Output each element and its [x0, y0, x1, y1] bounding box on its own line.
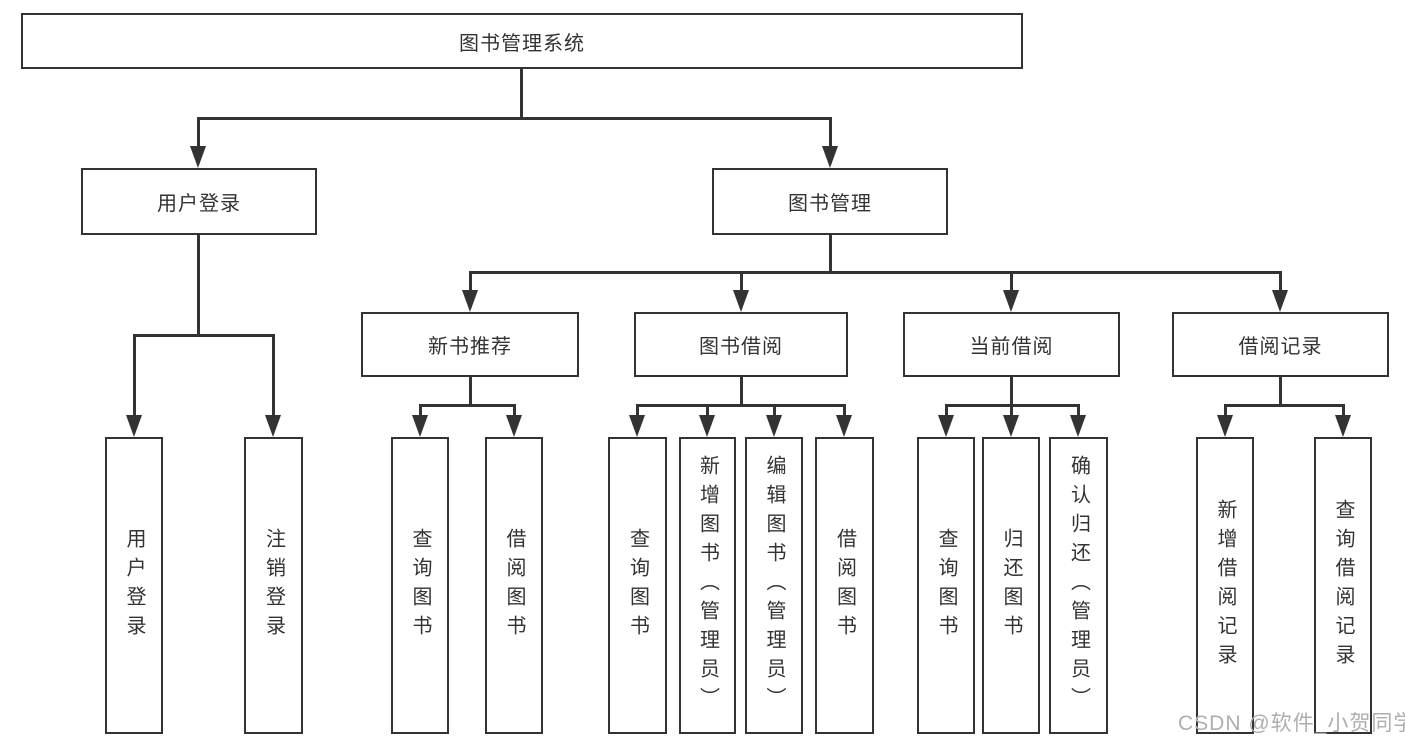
node-new-book-rec-label: 新书推荐: [428, 336, 512, 358]
arrowhead-down-icon: [1217, 415, 1233, 437]
leaf-query-books-borrow-label: 查询图书: [626, 527, 649, 644]
arrowhead-down-icon: [412, 415, 428, 437]
arrowhead-down-icon: [733, 290, 749, 312]
leaf-query-books-borrow: 查询图书: [608, 437, 667, 734]
connector-line: [469, 376, 472, 406]
leaf-user-login-label: 用户登录: [123, 527, 145, 644]
arrowhead-down-icon: [1272, 290, 1288, 312]
leaf-query-borrow-record-label: 查询借阅记录: [1332, 498, 1354, 673]
node-current-borrow: 当前借阅: [903, 312, 1120, 377]
arrowhead-down-icon: [126, 415, 142, 437]
arrowhead-down-icon: [1003, 290, 1019, 312]
leaf-logout-login: 注销登录: [244, 437, 303, 734]
connector-line: [197, 117, 831, 120]
node-book-borrow-label: 图书借阅: [699, 336, 783, 358]
arrowhead-down-icon: [822, 146, 838, 168]
leaf-add-books-admin: 新增图书（管理员）: [679, 437, 736, 734]
node-current-borrow-label: 当前借阅: [969, 336, 1054, 358]
leaf-query-books-current: 查询图书: [917, 437, 975, 734]
connector-line: [1279, 271, 1282, 294]
node-book-mgmt: 图书管理: [712, 168, 948, 235]
connector-line: [1077, 404, 1080, 419]
connector-line: [133, 334, 274, 337]
arrowhead-down-icon: [462, 290, 478, 312]
connector-line: [829, 117, 832, 150]
arrowhead-down-icon: [1070, 415, 1086, 437]
node-borrow-records-label: 借阅记录: [1238, 336, 1323, 358]
arrowhead-down-icon: [766, 415, 782, 437]
leaf-confirm-return-admin-label: 确认归还（管理员）: [1067, 455, 1090, 716]
leaf-borrow-books-rec: 借阅图书: [485, 437, 543, 734]
connector-line: [1224, 404, 1227, 419]
connector-line: [197, 117, 200, 150]
node-book-mgmt-label: 图书管理: [788, 193, 872, 215]
connector-line: [469, 271, 1281, 274]
connector-line: [945, 404, 948, 419]
leaf-query-books-current-label: 查询图书: [935, 527, 957, 644]
node-borrow-records: 借阅记录: [1172, 312, 1389, 377]
arrowhead-down-icon: [506, 415, 522, 437]
csdn-watermark: CSDN @软件_小贺同学: [1178, 712, 1405, 735]
leaf-query-books-rec-label: 查询图书: [409, 527, 431, 644]
connector-line: [272, 334, 275, 419]
connector-line: [197, 234, 200, 336]
connector-line: [843, 404, 846, 419]
arrowhead-down-icon: [629, 415, 645, 437]
connector-line: [740, 271, 743, 294]
connector-line: [419, 404, 515, 407]
leaf-confirm-return-admin: 确认归还（管理员）: [1049, 437, 1108, 734]
leaf-borrow-books-borrow-label: 借阅图书: [833, 527, 856, 644]
leaf-borrow-books-borrow: 借阅图书: [815, 437, 874, 734]
arrowhead-down-icon: [1003, 415, 1019, 437]
leaf-add-borrow-record: 新增借阅记录: [1196, 437, 1254, 734]
leaf-return-books-label: 归还图书: [1000, 527, 1022, 644]
arrowhead-down-icon: [836, 415, 852, 437]
leaf-edit-books-admin: 编辑图书（管理员）: [745, 437, 803, 734]
leaf-add-books-admin-label: 新增图书（管理员）: [696, 455, 719, 716]
connector-line: [513, 404, 516, 419]
leaf-query-borrow-record: 查询借阅记录: [1314, 437, 1372, 734]
leaf-borrow-books-rec-label: 借阅图书: [503, 527, 525, 644]
connector-line: [773, 404, 776, 419]
leaf-query-books-rec: 查询图书: [391, 437, 449, 734]
arrowhead-down-icon: [938, 415, 954, 437]
connector-line: [1224, 404, 1344, 407]
node-book-borrow: 图书借阅: [634, 312, 848, 377]
connector-line: [829, 234, 832, 273]
leaf-logout-login-label: 注销登录: [262, 527, 285, 644]
arrowhead-down-icon: [190, 146, 206, 168]
leaf-return-books: 归还图书: [982, 437, 1040, 734]
connector-line: [706, 404, 709, 419]
connector-line: [636, 404, 845, 407]
connector-line: [520, 68, 523, 118]
connector-line: [1010, 404, 1013, 419]
connector-line: [1279, 376, 1282, 406]
leaf-edit-books-admin-label: 编辑图书（管理员）: [763, 455, 785, 716]
connector-line: [740, 376, 743, 406]
node-new-book-rec: 新书推荐: [361, 312, 579, 377]
leaf-add-borrow-record-label: 新增借阅记录: [1214, 498, 1236, 673]
connector-line: [133, 334, 136, 419]
arrowhead-down-icon: [699, 415, 715, 437]
connector-line: [469, 271, 472, 294]
arrowhead-down-icon: [1335, 415, 1351, 437]
connector-line: [636, 404, 639, 419]
connector-line: [1010, 271, 1013, 294]
connector-line: [1010, 376, 1013, 406]
node-user-login: 用户登录: [81, 168, 317, 235]
connector-line: [419, 404, 422, 419]
connector-line: [1342, 404, 1345, 419]
leaf-user-login: 用户登录: [105, 437, 163, 734]
node-root: 图书管理系统: [21, 13, 1023, 69]
arrowhead-down-icon: [265, 415, 281, 437]
node-root-label: 图书管理系统: [459, 32, 585, 55]
node-user-login-label: 用户登录: [157, 193, 241, 215]
